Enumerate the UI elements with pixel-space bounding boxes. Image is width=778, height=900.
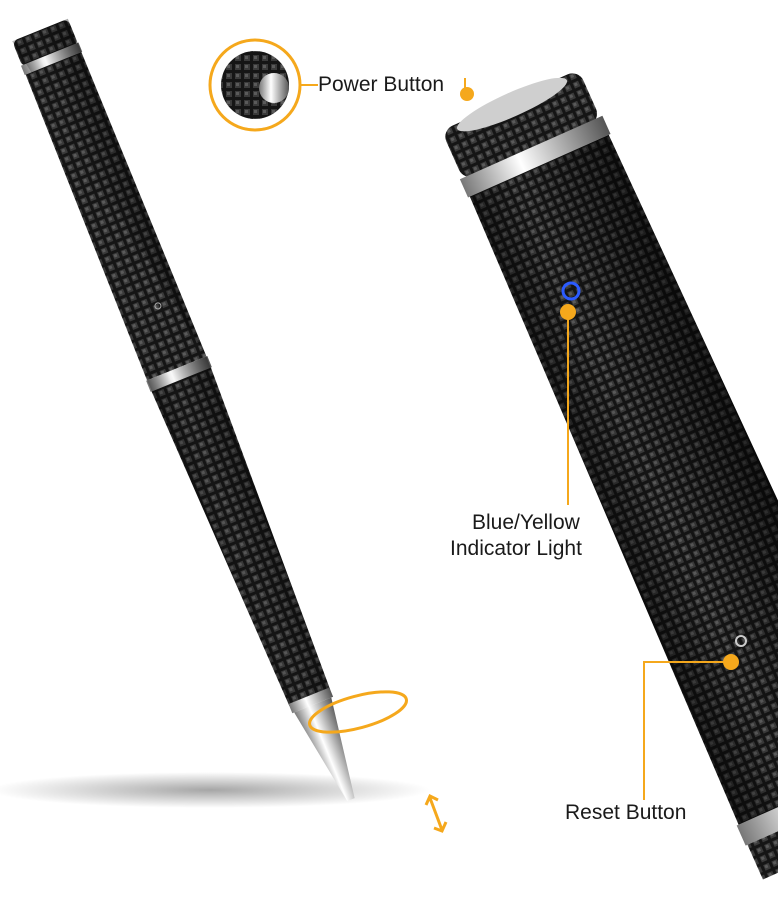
reset-hole-icon (735, 635, 747, 647)
indicator-led-icon (561, 281, 581, 301)
reset-button-label: Reset Button (565, 801, 687, 824)
reset-dot (723, 654, 739, 670)
power-button-label: Power Button (318, 73, 445, 96)
power-button-dot (460, 87, 474, 101)
rotate-arrow-icon (308, 690, 408, 734)
indicator-label-line1: Blue/Yellow (472, 511, 580, 534)
left-pen (12, 18, 355, 802)
double-arrow-icon (424, 793, 448, 833)
right-pen (445, 73, 778, 880)
indicator-label-line2: Indicator Light (450, 537, 582, 560)
indicator-dot (560, 304, 576, 320)
pen-shadow (0, 772, 430, 808)
